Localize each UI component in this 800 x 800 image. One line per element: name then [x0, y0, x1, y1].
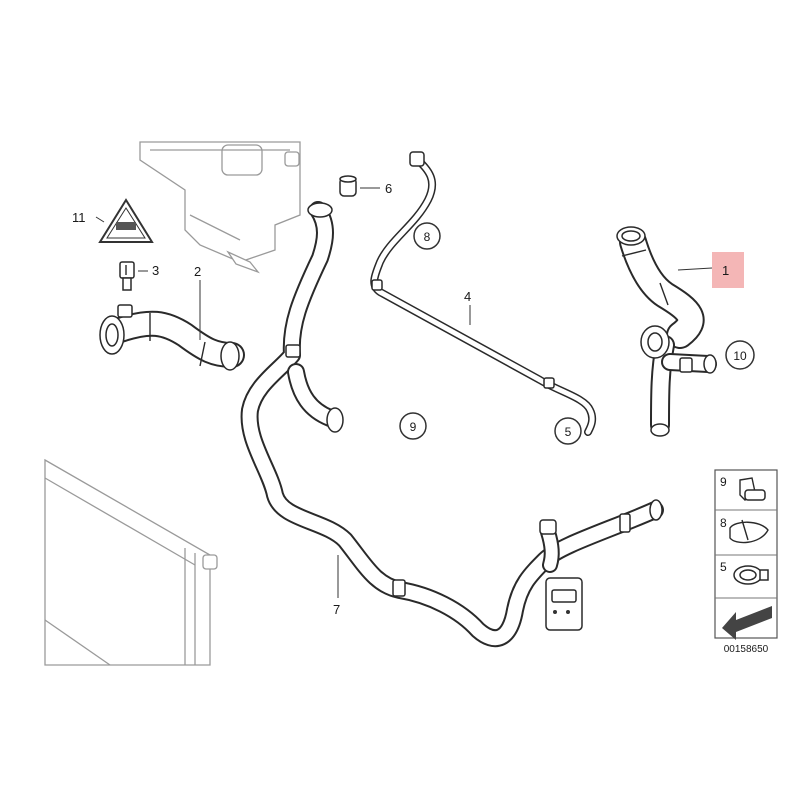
- clip-legend: 9 8 5: [714, 469, 778, 640]
- circle-callout-10: 10: [725, 340, 755, 370]
- callout-3: 3: [152, 263, 159, 278]
- radiator: [44, 458, 218, 666]
- vent-pipe-4: [370, 151, 597, 436]
- svg-text:5: 5: [565, 425, 572, 439]
- callout-7: 7: [333, 602, 340, 617]
- circle-callout-5: 5: [554, 417, 582, 445]
- legend-row-9: 9: [720, 475, 727, 489]
- callout-1: 1: [722, 263, 729, 278]
- svg-text:8: 8: [424, 230, 431, 244]
- reference-code: 00158650: [724, 644, 769, 655]
- callout-6: 6: [385, 181, 392, 196]
- callout-2: 2: [194, 264, 201, 279]
- hose-1: [616, 226, 717, 437]
- hose-7: [240, 201, 664, 648]
- temperature-sensor: [119, 261, 135, 291]
- circle-callout-9: 9: [399, 412, 427, 440]
- svg-text:9: 9: [410, 420, 417, 434]
- circle-callout-8: 8: [413, 222, 441, 250]
- svg-text:10: 10: [733, 349, 747, 363]
- callout-4: 4: [464, 289, 471, 304]
- plug-6: [339, 175, 357, 197]
- expansion-tank: [139, 141, 301, 274]
- arrow-icon: [722, 606, 772, 640]
- legend-row-5: 5: [720, 560, 727, 574]
- connector-block: [545, 577, 583, 631]
- hose-2: [99, 304, 245, 371]
- warning-triangle-icon: [98, 198, 154, 243]
- highlight-box: [712, 252, 744, 288]
- callout-11: 11: [72, 210, 86, 225]
- legend-row-8: 8: [720, 516, 727, 530]
